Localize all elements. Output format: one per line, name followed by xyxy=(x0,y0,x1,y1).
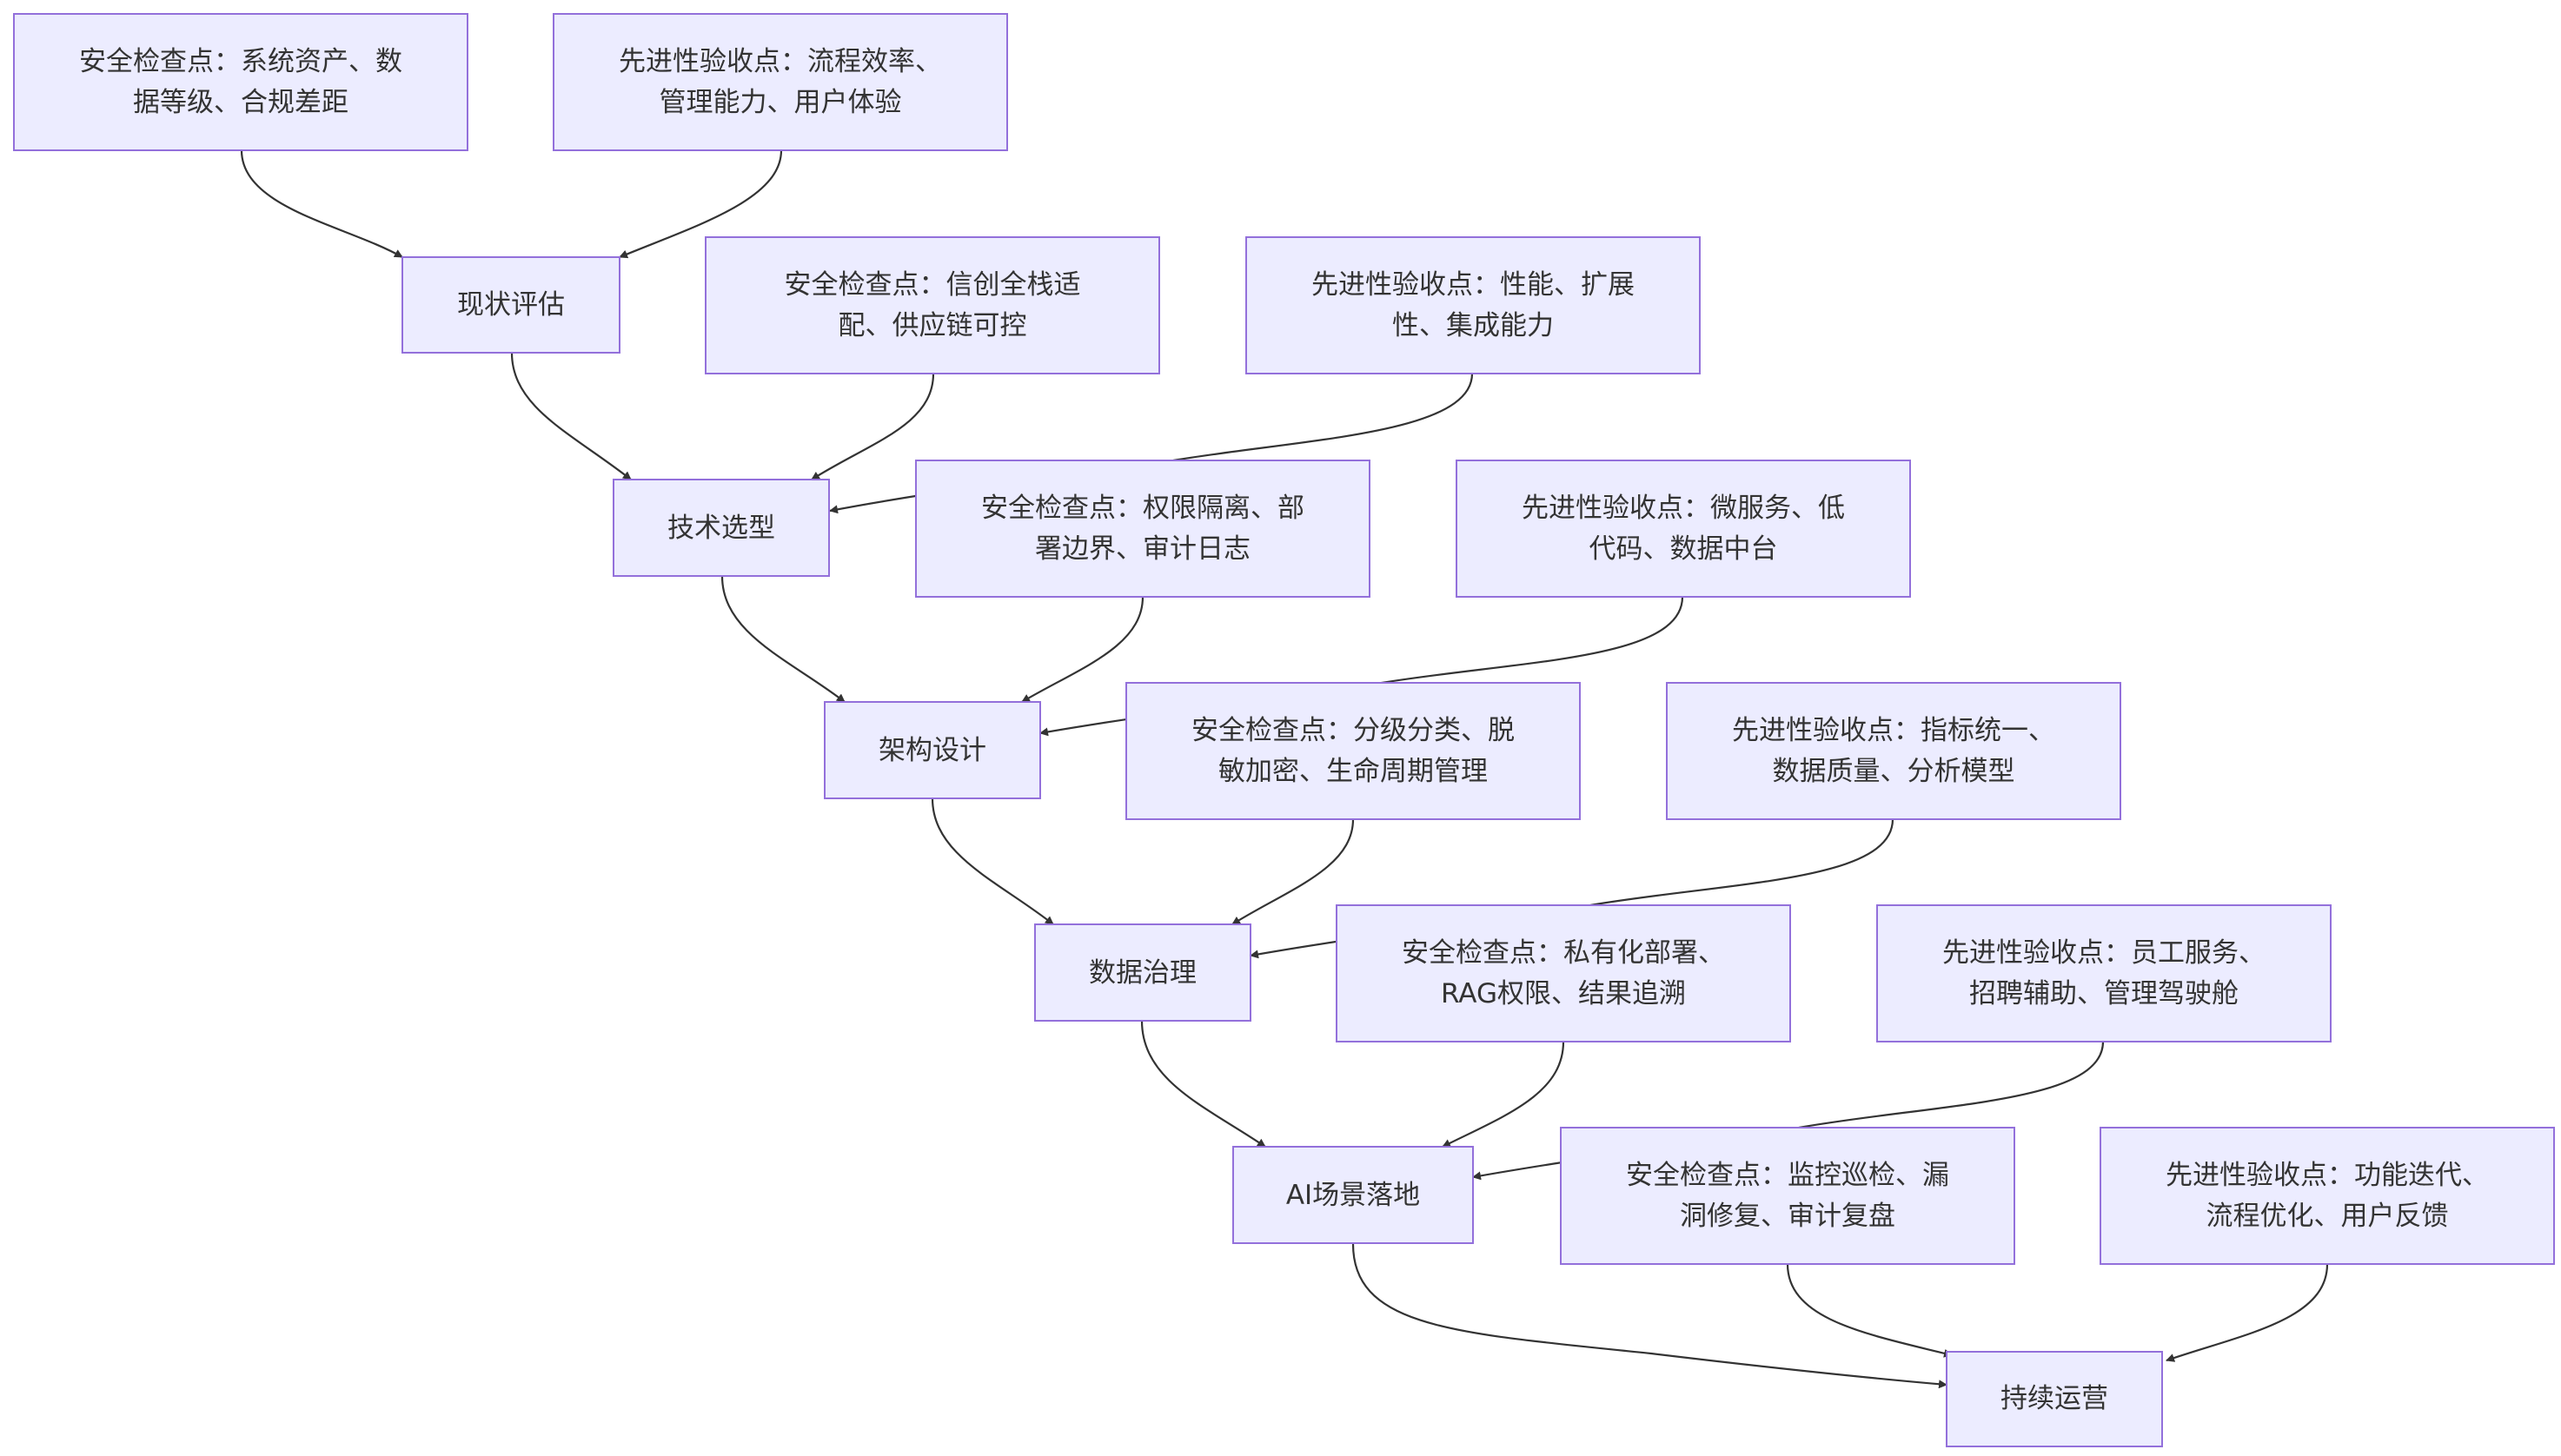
checkpoint-line: 安全检查点：分级分类、脱 xyxy=(1191,715,1515,746)
edge-b1-s1 xyxy=(619,149,783,259)
checkpoint-line: 数据质量、分析模型 xyxy=(1773,756,2015,787)
checkpoint-line: 配、供应链可控 xyxy=(839,310,1027,341)
stage-node-architecture-design[interactable]: 架构设计 xyxy=(824,701,1041,799)
edge-a5-s5 xyxy=(1442,1041,1565,1148)
checkpoint-line: 先进性验收点：流程效率、 xyxy=(619,46,942,77)
security-checkpoint-node[interactable]: 安全检查点：分级分类、脱 敏加密、生命周期管理 xyxy=(1125,682,1581,820)
edge-s3-s4 xyxy=(931,797,1054,925)
security-checkpoint-node[interactable]: 安全检查点：私有化部署、 RAG权限、结果追溯 xyxy=(1336,904,1791,1042)
checkpoint-line: RAG权限、结果追溯 xyxy=(1441,978,1686,1009)
checkpoint-line: 安全检查点：信创全栈适 xyxy=(785,269,1081,301)
checkpoint-line: 先进性验收点：功能迭代、 xyxy=(2166,1160,2489,1191)
edge-s1-s2 xyxy=(510,352,632,480)
checkpoint-line: 敏加密、生命周期管理 xyxy=(1218,756,1488,787)
edge-s5-s6 xyxy=(1351,1243,1947,1389)
checkpoint-line: 代码、数据中台 xyxy=(1589,533,1778,565)
edge-a2-s2 xyxy=(811,373,935,480)
stage-label: AI场景落地 xyxy=(1286,1180,1420,1211)
acceptance-checkpoint-node[interactable]: 先进性验收点：功能迭代、 流程优化、用户反馈 xyxy=(2100,1127,2555,1265)
checkpoint-line: 先进性验收点：指标统一、 xyxy=(1732,715,2055,746)
edge-s4-s5 xyxy=(1140,1020,1266,1148)
security-checkpoint-node[interactable]: 安全检查点：权限隔离、部 署边界、审计日志 xyxy=(915,460,1370,598)
stage-node-continuous-operation[interactable]: 持续运营 xyxy=(1946,1351,2163,1447)
edge-a6-s6 xyxy=(1786,1263,1953,1358)
stage-node-technology-selection[interactable]: 技术选型 xyxy=(613,479,830,577)
checkpoint-line: 安全检查点：监控巡检、漏 xyxy=(1626,1160,1949,1191)
checkpoint-line: 性、集成能力 xyxy=(1392,310,1554,341)
stage-label: 现状评估 xyxy=(457,289,565,321)
security-checkpoint-node[interactable]: 安全检查点：信创全栈适 配、供应链可控 xyxy=(705,236,1160,374)
edge-a4-s4 xyxy=(1231,818,1355,925)
acceptance-checkpoint-node[interactable]: 先进性验收点：指标统一、 数据质量、分析模型 xyxy=(1666,682,2121,820)
checkpoint-line: 管理能力、用户体验 xyxy=(660,87,902,118)
security-checkpoint-node[interactable]: 安全检查点：监控巡检、漏 洞修复、审计复盘 xyxy=(1560,1127,2015,1265)
stage-node-data-governance[interactable]: 数据治理 xyxy=(1034,923,1251,1022)
stage-label: 架构设计 xyxy=(879,735,986,766)
checkpoint-line: 洞修复、审计复盘 xyxy=(1680,1201,1895,1232)
checkpoint-line: 据等级、合规差距 xyxy=(133,87,348,118)
checkpoint-line: 安全检查点：权限隔离、部 xyxy=(981,493,1304,524)
checkpoint-line: 先进性验收点：微服务、低 xyxy=(1522,493,1845,524)
stage-label: 数据治理 xyxy=(1089,957,1197,989)
checkpoint-nodes: 安全检查点：系统资产、数 据等级、合规差距 先进性验收点：流程效率、 管理能力、… xyxy=(13,13,2555,1265)
security-checkpoint-node[interactable]: 安全检查点：系统资产、数 据等级、合规差距 xyxy=(13,13,468,151)
stage-label: 技术选型 xyxy=(667,513,775,544)
stage-node-current-assessment[interactable]: 现状评估 xyxy=(401,256,620,354)
acceptance-checkpoint-node[interactable]: 先进性验收点：员工服务、 招聘辅助、管理驾驶舱 xyxy=(1876,904,2332,1042)
acceptance-checkpoint-node[interactable]: 先进性验收点：微服务、低 代码、数据中台 xyxy=(1456,460,1911,598)
stage-node-ai-scenario-landing[interactable]: AI场景落地 xyxy=(1232,1146,1474,1244)
checkpoint-line: 招聘辅助、管理驾驶舱 xyxy=(1969,978,2239,1009)
checkpoint-line: 流程优化、用户反馈 xyxy=(2206,1201,2449,1232)
edge-a1-s1 xyxy=(240,149,403,258)
edge-a3-s3 xyxy=(1021,596,1144,703)
acceptance-checkpoint-node[interactable]: 先进性验收点：性能、扩展 性、集成能力 xyxy=(1245,236,1701,374)
checkpoint-line: 安全检查点：私有化部署、 xyxy=(1402,937,1725,969)
checkpoint-line: 安全检查点：系统资产、数 xyxy=(79,46,402,77)
stage-nodes: 现状评估 技术选型 架构设计 数据治理 AI场景落地 持续运营 xyxy=(401,256,2163,1447)
stage-label: 持续运营 xyxy=(2000,1383,2108,1414)
checkpoint-line: 先进性验收点：员工服务、 xyxy=(1942,937,2266,969)
edge-b6-s6 xyxy=(2166,1263,2329,1362)
checkpoint-line: 先进性验收点：性能、扩展 xyxy=(1311,269,1635,301)
edge-s2-s3 xyxy=(720,575,846,703)
acceptance-checkpoint-node[interactable]: 先进性验收点：流程效率、 管理能力、用户体验 xyxy=(553,13,1008,151)
checkpoint-line: 署边界、审计日志 xyxy=(1035,533,1251,565)
